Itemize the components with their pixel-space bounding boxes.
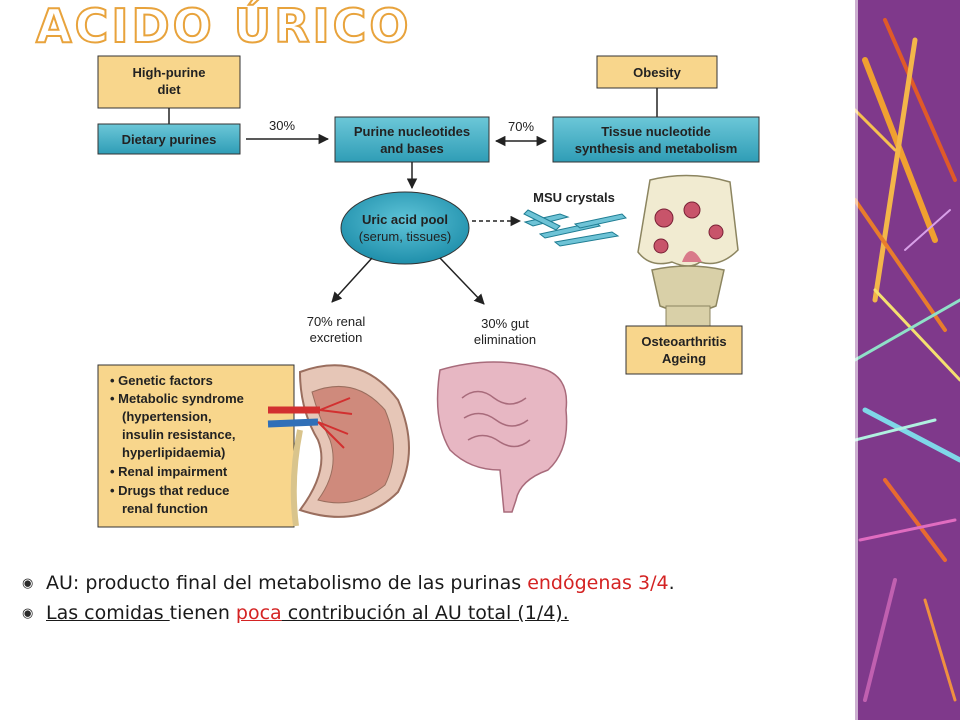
uric-acid-diagram: High-purine diet Dietary purines 30% Pur… — [97, 55, 760, 528]
svg-text:Ageing: Ageing — [662, 351, 706, 366]
bullet-item-2: ◉ Las comidas tienen poca contribución a… — [22, 602, 569, 624]
svg-text:synthesis and metabolism: synthesis and metabolism — [575, 141, 738, 156]
svg-text:diet: diet — [157, 82, 181, 97]
svg-text:Purine nucleotides: Purine nucleotides — [354, 124, 470, 139]
high-purine-diet-box: High-purine diet — [97, 55, 241, 109]
svg-text:• Metabolic syndrome: • Metabolic syndrome — [110, 391, 244, 406]
svg-text:and bases: and bases — [380, 141, 444, 156]
svg-text:• Drugs that reduce: • Drugs that reduce — [110, 483, 229, 498]
renal-excretion-label: 70% renal — [307, 314, 366, 329]
svg-text:• Renal impairment: • Renal impairment — [110, 464, 228, 479]
svg-text:(serum, tissues): (serum, tissues) — [359, 229, 451, 244]
page-title: ACIDO ÚRICO — [35, 0, 412, 53]
svg-text:Osteoarthritis: Osteoarthritis — [641, 334, 726, 349]
svg-text:insulin resistance,: insulin resistance, — [122, 427, 235, 442]
svg-text:High-purine: High-purine — [133, 65, 206, 80]
pct-70-label: 70% — [508, 119, 534, 134]
intestines-illustration — [436, 361, 568, 513]
svg-text:Uric acid pool: Uric acid pool — [362, 212, 448, 227]
svg-text:elimination: elimination — [474, 332, 536, 347]
osteoarthritis-box: Osteoarthritis Ageing — [625, 325, 743, 375]
risk-factors-box: • Genetic factors • Metabolic syndrome (… — [97, 364, 295, 528]
uric-acid-crystals-image — [855, 0, 960, 720]
kidney-illustration — [267, 364, 410, 527]
pct-30-label: 30% — [269, 118, 295, 133]
svg-text:excretion: excretion — [310, 330, 363, 345]
circled-dot-icon: ◉ — [22, 606, 34, 621]
obesity-box: Obesity — [596, 55, 718, 89]
svg-text:Dietary purines: Dietary purines — [122, 132, 217, 147]
svg-text:hyperlipidaemia): hyperlipidaemia) — [122, 445, 225, 460]
svg-text:• Genetic factors: • Genetic factors — [110, 373, 213, 388]
svg-text:Tissue nucleotide: Tissue nucleotide — [601, 124, 711, 139]
tissue-nucleotide-box: Tissue nucleotide synthesis and metaboli… — [552, 116, 760, 163]
msu-crystals-label: MSU crystals — [533, 190, 615, 205]
purine-nucleotides-box: Purine nucleotides and bases — [334, 116, 490, 163]
svg-text:renal function: renal function — [122, 501, 208, 516]
circled-dot-icon: ◉ — [22, 576, 34, 591]
joint-illustration — [637, 174, 739, 329]
uric-acid-pool-ellipse: Uric acid pool (serum, tissues) — [340, 191, 470, 265]
msu-crystals-icon — [523, 209, 628, 247]
dietary-purines-box: Dietary purines — [97, 123, 241, 155]
bullet-list: ◉ AU: producto final del metabolismo de … — [22, 572, 852, 632]
svg-text:Obesity: Obesity — [633, 65, 681, 80]
bullet-item-1: ◉ AU: producto final del metabolismo de … — [22, 572, 675, 594]
svg-text:(hypertension,: (hypertension, — [122, 409, 212, 424]
gut-elimination-label: 30% gut — [481, 316, 529, 331]
